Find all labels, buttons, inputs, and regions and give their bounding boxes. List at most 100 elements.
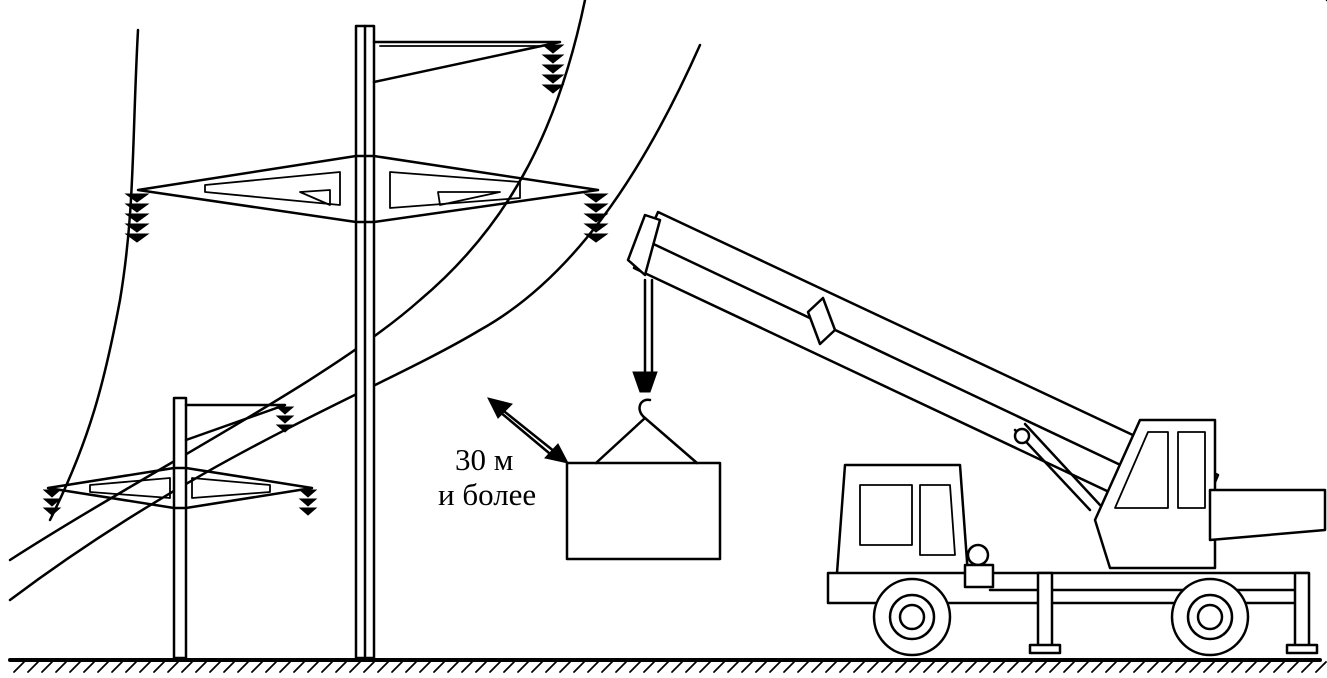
ground-hatch-mark bbox=[335, 661, 347, 673]
ground-hatch-mark bbox=[1259, 661, 1271, 673]
ground-hatch-mark bbox=[741, 661, 753, 673]
ground-hatch-mark bbox=[391, 661, 403, 673]
ground-hatch-mark bbox=[993, 661, 1005, 673]
ground-hatch-mark bbox=[293, 661, 305, 673]
ground-hatch-mark bbox=[503, 661, 515, 673]
ground-hatch-mark bbox=[1133, 661, 1145, 673]
ground-hatch-mark bbox=[1231, 661, 1243, 673]
ground-hatch-mark bbox=[853, 661, 865, 673]
ground-hatch-mark bbox=[825, 661, 837, 673]
ground-hatch-mark bbox=[587, 661, 599, 673]
insulator-right bbox=[583, 193, 609, 243]
ground-hatch-mark bbox=[461, 661, 473, 673]
ground-hatch-mark bbox=[265, 661, 277, 673]
ground-hatch-mark bbox=[279, 661, 291, 673]
ground-hatch-mark bbox=[363, 661, 375, 673]
ground-hatch-mark bbox=[923, 661, 935, 673]
ground-hatch-mark bbox=[223, 661, 235, 673]
ground-hatch-mark bbox=[545, 661, 557, 673]
ground-hatch-mark bbox=[195, 661, 207, 673]
ground-hatch-mark bbox=[1049, 661, 1061, 673]
ground-hatch-mark bbox=[517, 661, 529, 673]
ground-hatch-mark bbox=[937, 661, 949, 673]
ground-hatch-mark bbox=[783, 661, 795, 673]
ground-hatch-mark bbox=[377, 661, 389, 673]
ground-hatch-mark bbox=[909, 661, 921, 673]
ground-hatch-mark bbox=[1105, 661, 1117, 673]
ground-hatch-mark bbox=[797, 661, 809, 673]
ground-hatch-mark bbox=[321, 661, 333, 673]
ground-hatch-mark bbox=[979, 661, 991, 673]
ground-hatch-mark bbox=[671, 661, 683, 673]
ground-hatch-mark bbox=[601, 661, 613, 673]
distance-arrow bbox=[487, 397, 569, 464]
ground-hatch-mark bbox=[1245, 661, 1257, 673]
ground-hatch-mark bbox=[699, 661, 711, 673]
ground-hatch-mark bbox=[1077, 661, 1089, 673]
ground-hatch-mark bbox=[531, 661, 543, 673]
ground-hatch-mark bbox=[1273, 661, 1285, 673]
ground-hatch-mark bbox=[13, 661, 25, 673]
ground-hatch-mark bbox=[769, 661, 781, 673]
ground-hatch-mark bbox=[447, 661, 459, 673]
front-wheel bbox=[872, 577, 952, 657]
wire-center-upper bbox=[8, 0, 587, 562]
ground-hatch-mark bbox=[83, 661, 95, 673]
suspended-load bbox=[565, 278, 722, 561]
ground-hatch-mark bbox=[433, 661, 445, 673]
ground-hatch-mark bbox=[1035, 661, 1047, 673]
distance-label-line1: 30 м bbox=[455, 442, 513, 477]
ground-hatch-mark bbox=[1217, 661, 1229, 673]
ground-hatch-mark bbox=[419, 661, 431, 673]
distance-label: 30 м и более bbox=[438, 442, 536, 512]
ground-hatch-mark bbox=[55, 661, 67, 673]
ground-hatch-mark bbox=[881, 661, 893, 673]
ground-hatch-mark bbox=[1175, 661, 1187, 673]
ground-hatch-mark bbox=[1203, 661, 1215, 673]
ground-hatch-mark bbox=[895, 661, 907, 673]
crane-truck bbox=[626, 210, 1327, 657]
ground-hatch-mark bbox=[727, 661, 739, 673]
ground-hatch-mark bbox=[1119, 661, 1131, 673]
ground-hatch-mark bbox=[181, 661, 193, 673]
ground bbox=[8, 658, 1327, 673]
ground-hatch-mark bbox=[867, 661, 879, 673]
ground-hatch-mark bbox=[1161, 661, 1173, 673]
rear-wheel bbox=[1170, 577, 1250, 657]
ground-hatch-mark bbox=[1021, 661, 1033, 673]
ground-hatch-mark bbox=[1315, 661, 1327, 673]
ground-hatch-mark bbox=[713, 661, 725, 673]
ground-hatch-mark bbox=[839, 661, 851, 673]
ground-hatch-mark bbox=[489, 661, 501, 673]
ground-hatch-mark bbox=[475, 661, 487, 673]
ground-hatch-mark bbox=[643, 661, 655, 673]
ground-hatch-mark bbox=[251, 661, 263, 673]
insulator-left bbox=[124, 193, 150, 243]
ground-hatch-mark bbox=[153, 661, 165, 673]
insulator-top bbox=[541, 44, 565, 94]
ground-hatch-mark bbox=[41, 661, 53, 673]
ground-hatch-mark bbox=[657, 661, 669, 673]
ground-hatch-mark bbox=[1063, 661, 1075, 673]
ground-hatch-mark bbox=[167, 661, 179, 673]
ground-hatch-mark bbox=[1189, 661, 1201, 673]
ground-hatch-mark bbox=[615, 661, 627, 673]
ground-hatch-mark bbox=[559, 661, 571, 673]
ground-hatch-mark bbox=[1091, 661, 1103, 673]
small-pole bbox=[42, 396, 318, 660]
ground-hatch-mark bbox=[573, 661, 585, 673]
ground-hatch-mark bbox=[1287, 661, 1299, 673]
ground-hatch-mark bbox=[307, 661, 319, 673]
ground-hatch-mark bbox=[951, 661, 963, 673]
ground-hatch-mark bbox=[27, 661, 39, 673]
main-pole bbox=[136, 24, 600, 660]
ground-hatch-mark bbox=[1147, 661, 1159, 673]
ground-hatch-mark bbox=[1301, 661, 1313, 673]
ground-hatch-mark bbox=[629, 661, 641, 673]
ground-hatch-mark bbox=[405, 661, 417, 673]
ground-hatch-mark bbox=[1007, 661, 1019, 673]
ground-hatch-mark bbox=[125, 661, 137, 673]
ground-hatch-mark bbox=[349, 661, 361, 673]
